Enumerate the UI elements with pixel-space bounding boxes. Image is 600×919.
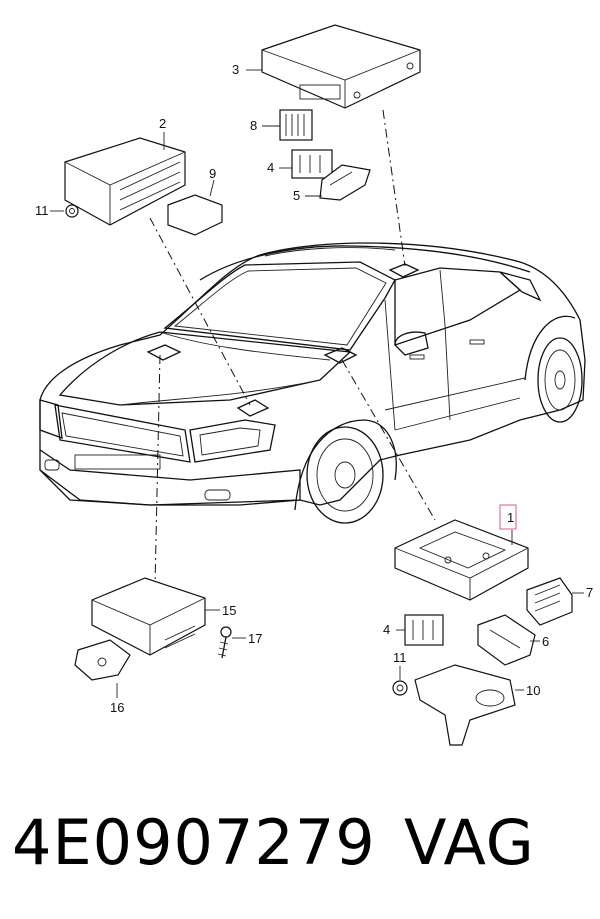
callout-15: 15 [222,603,236,618]
part-16-bracket [74,639,131,681]
part-7-connector [526,577,573,626]
highlight-box [499,504,517,530]
callout-8: 8 [250,118,257,133]
callout-9: 9 [209,166,216,181]
part-3-control-unit [261,24,421,109]
callout-4-lower: 4 [383,622,390,637]
callout-10: 10 [526,683,540,698]
part-1-control-unit [394,519,529,601]
part-6-bracket [477,614,536,666]
leader-lines [149,109,436,586]
location-marker-3 [388,263,420,278]
car-illustration [39,242,586,524]
callout-6: 6 [542,634,549,649]
callout-labels: 3 2 8 4 5 9 11 1 7 4 6 11 10 15 17 16 [35,62,593,715]
callout-11-lower: 11 [393,650,407,665]
footer: 4E0907279 VAG [0,800,600,900]
part-10-holder [414,664,516,746]
callout-7: 7 [586,585,593,600]
location-marker-15 [146,344,182,361]
part-15-control-unit [91,577,206,656]
parts-diagram: 3 2 8 4 5 9 11 1 7 4 6 11 10 15 17 16 [35,24,593,746]
part-4-connector-lower [404,614,444,646]
part-number: 4E0907279 [12,806,376,879]
part-17-screw [217,626,232,659]
callout-11-upper: 11 [35,203,49,218]
part-11-nut-upper [65,204,79,218]
callout-17: 17 [248,631,262,646]
location-marker-2 [236,399,270,417]
callout-4-upper: 4 [267,160,274,175]
callout-2: 2 [159,116,166,131]
callout-3: 3 [232,62,239,77]
callout-16: 16 [110,700,124,715]
location-marker-1 [323,347,358,364]
part-11-nut-lower [392,680,408,696]
part-9-connector [167,194,223,236]
part-8-connector [279,109,313,141]
brand-name: VAG [404,806,535,879]
part-5-bracket-upper [319,164,371,201]
callout-leaders [50,69,584,698]
part-4-connector-upper [291,149,333,179]
callout-1: 1 [507,510,514,525]
callout-5: 5 [293,188,300,203]
part-2-control-unit [64,137,186,226]
